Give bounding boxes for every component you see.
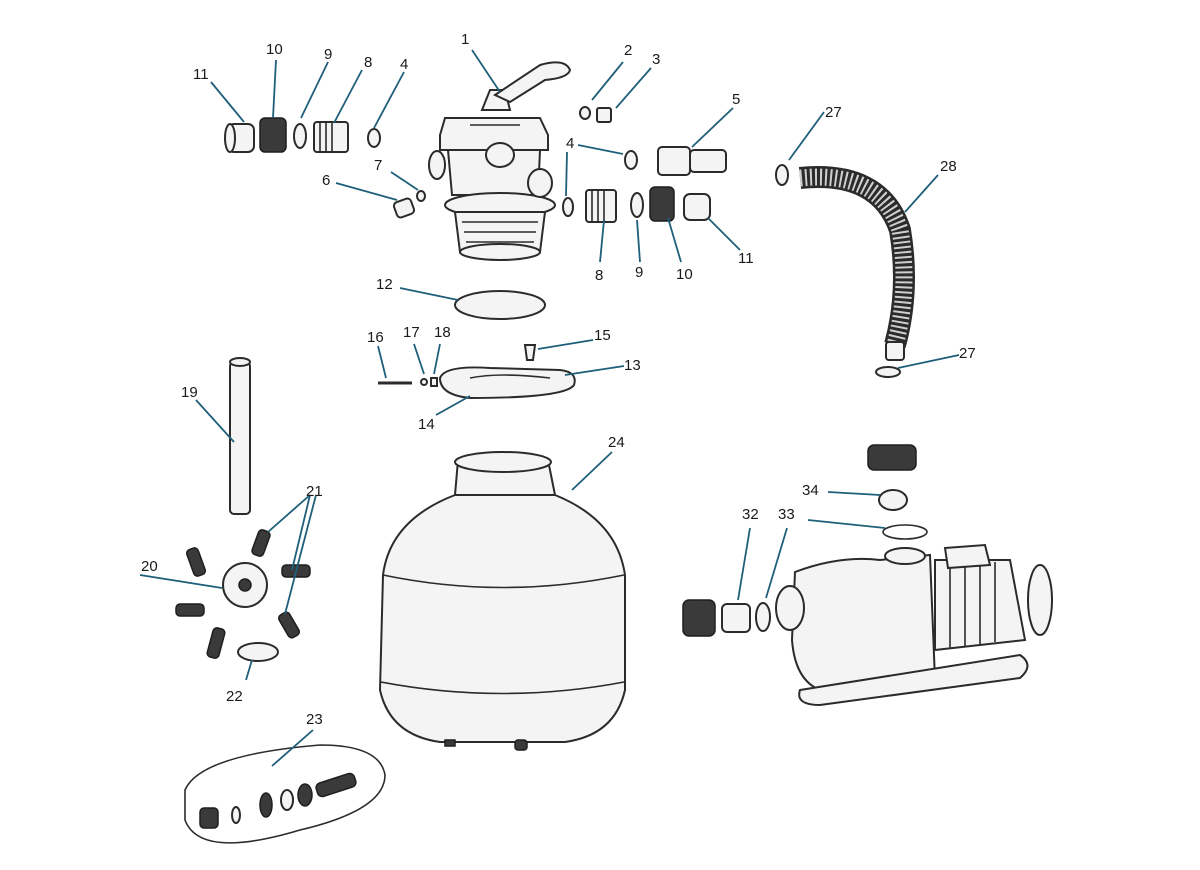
callout-12: 12 <box>376 276 393 293</box>
callout-28: 28 <box>940 158 957 175</box>
callout-8-right: 8 <box>595 267 603 284</box>
gauge-parts <box>579 106 612 123</box>
hose <box>775 164 915 378</box>
drain-plug <box>392 190 426 219</box>
callout-24: 24 <box>608 434 625 451</box>
callout-21: 21 <box>306 483 323 500</box>
callout-34: 34 <box>802 482 819 499</box>
filter-tank <box>378 451 626 751</box>
callout-32: 32 <box>742 506 759 523</box>
callout-22: 22 <box>226 688 243 705</box>
callout-14: 14 <box>418 416 435 433</box>
callout-7: 7 <box>374 157 382 174</box>
callout-5: 5 <box>732 91 740 108</box>
callout-27-bottom: 27 <box>959 345 976 362</box>
callout-19: 19 <box>181 384 198 401</box>
callout-17: 17 <box>403 324 420 341</box>
callout-6: 6 <box>322 172 330 189</box>
callout-15: 15 <box>594 327 611 344</box>
lateral-assembly <box>175 529 311 662</box>
leader-lines <box>139 49 960 767</box>
callout-16: 16 <box>367 329 384 346</box>
multiport-valve <box>428 61 572 261</box>
callout-9-left: 9 <box>324 46 332 63</box>
callout-13: 13 <box>624 357 641 374</box>
callout-27-top: 27 <box>825 104 842 121</box>
callout-18: 18 <box>434 324 451 341</box>
right-fittings <box>562 146 727 223</box>
center-pipe <box>229 357 251 515</box>
callout-11-left: 11 <box>193 66 209 83</box>
callout-1: 1 <box>461 31 469 48</box>
o-ring <box>454 290 546 320</box>
callout-8-left: 8 <box>364 54 372 71</box>
callout-10-right: 10 <box>676 266 693 283</box>
callout-33: 33 <box>778 506 795 523</box>
callout-labels: 1 2 3 4 4 5 6 7 8 8 9 9 10 10 11 11 12 1… <box>141 31 976 728</box>
callout-11-right: 11 <box>738 250 754 267</box>
callout-4-right: 4 <box>566 135 574 152</box>
left-fittings <box>224 117 381 153</box>
callout-20: 20 <box>141 558 158 575</box>
callout-3: 3 <box>652 51 660 68</box>
callout-4-top: 4 <box>400 56 408 73</box>
clamp-parts <box>378 344 576 400</box>
callout-2: 2 <box>624 42 632 59</box>
callout-10-left: 10 <box>266 41 283 58</box>
callout-23: 23 <box>306 711 323 728</box>
callout-9-right: 9 <box>635 264 643 281</box>
drain-kit <box>184 744 386 844</box>
pump <box>682 444 1053 707</box>
